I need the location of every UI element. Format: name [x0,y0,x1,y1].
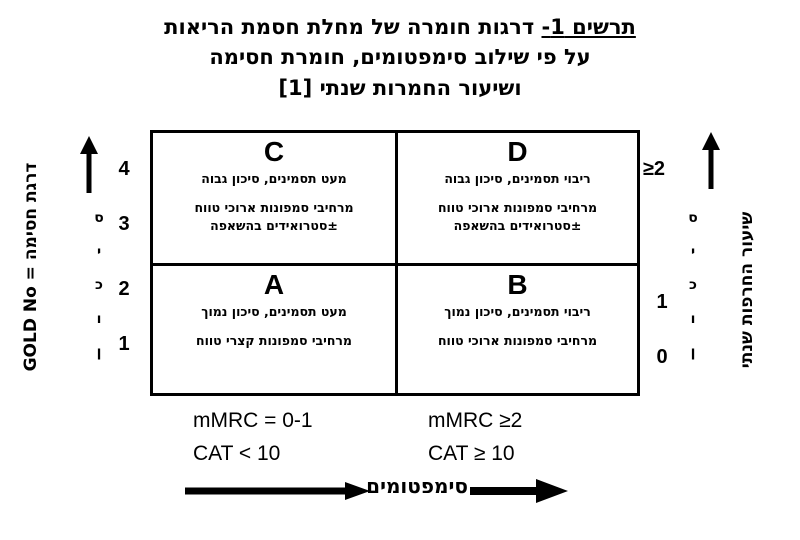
left-risk-word: ס י כ ו ן [90,210,108,360]
left-risk-letter: י [96,243,102,260]
criteria-right-mmrc: mMRC ≥2 [428,409,523,432]
left-risk-letter: ו [96,310,102,327]
quadrant-d-line3: ±סטרואידים בהשאפה [453,217,582,233]
quadrant-d-gap [398,186,637,197]
right-risk-letter: ו [690,310,696,327]
left-tick-3: 3 [118,213,130,235]
right-tick-ge2: ≥2 [642,158,666,180]
quadrant-c-letter: C [263,136,285,167]
criteria-left-cat: CAT < 10 [193,441,281,465]
right-axis-label: שיעור החרפות שנתי [737,211,757,369]
criteria-right-cat: CAT ≥ 10 [428,441,515,465]
quadrant-c-gap [153,186,395,197]
title-line-3: ושיעור החמרות שנתי [1] [278,75,522,100]
symptoms-axis-arrow-right-segment-icon [470,479,568,503]
title-figure-number: תרשים 1- [541,15,636,39]
quadrant-b: B ריבוי תסמינים, סיכון נמוך מרחיבי סמפונ… [395,263,637,393]
quadrant-d-line1: ריבוי תסמינים, סיכון גבוה [444,170,591,186]
quadrant-b-letter: B [507,269,528,300]
left-axis-up-arrow-icon [80,136,98,193]
left-risk-letter: כ [95,277,103,293]
quadrant-c-line2: מרחיבי סמפונות ארוכי טווח [194,199,354,215]
quadrant-a-line1: מעט תסמינים, סיכון נמוך [201,303,347,319]
title-line-2: על פי שילוב סימפטומים, חומרת חסימה [209,45,591,70]
criteria-left-mmrc: mMRC = 0-1 [193,409,313,432]
right-axis-up-arrow-icon [702,132,720,189]
quadrant-d-line2: מרחיבי סמפונות ארוכי טווח [437,199,598,215]
quadrant-a-line2: מרחיבי סמפונות קצרי טווח [196,332,352,348]
right-risk-letter: כ [689,277,697,293]
quadrant-a-letter: A [263,269,285,300]
right-tick-1: 1 [656,291,668,313]
left-tick-1: 1 [118,333,130,355]
left-axis-label: GOLD No = דרגת חסימה [21,162,41,372]
quadrant-c: C מעט תסמינים, סיכון גבוה מרחיבי סמפונות… [153,133,395,263]
symptoms-axis-arrow-left-segment-icon [185,482,370,500]
right-risk-letter: ס [688,210,698,226]
symptoms-axis-label: סימפטומים [366,474,468,498]
left-tick-4: 4 [118,158,130,180]
quadrant-a: A מעט תסמינים, סיכון נמוך מרחיבי סמפונות… [153,263,395,393]
quadrant-b-line1: ריבוי תסמינים, סיכון נמוך [444,303,591,319]
figure-title: תרשים 1- דרגות חומרה של מחלת חסמת הריאות… [0,12,800,103]
left-risk-letter: ן [96,344,102,360]
left-risk-letter: ס [94,210,104,226]
right-risk-letter: י [690,243,696,260]
criteria-left: mMRC = 0-1 CAT < 10 [193,405,313,470]
quadrant-a-gap [153,319,395,330]
quadrant-c-line1: מעט תסמינים, סיכון גבוה [201,170,347,186]
quadrant-b-line2: מרחיבי סמפונות ארוכי טווח [437,332,598,348]
title-line-1-rest: דרגות חומרה של מחלת חסמת הריאות [164,15,535,39]
right-risk-word: ס י כ ו ן [684,210,702,360]
quadrant-d: D ריבוי תסמינים, סיכון גבוה מרחיבי סמפונ… [395,133,637,263]
left-tick-2: 2 [118,278,130,300]
quadrant-c-line3: ±סטרואידים בהשאפה [210,217,338,233]
right-risk-letter: ן [690,344,696,360]
quadrant-d-letter: D [507,136,528,167]
right-tick-0: 0 [656,346,668,368]
title-line-1: תרשים 1- דרגות חומרה של מחלת חסמת הריאות [0,12,800,42]
quadrant-b-gap [398,319,637,330]
criteria-right: mMRC ≥2 CAT ≥ 10 [428,405,522,470]
abcd-quadrant-grid: C מעט תסמינים, סיכון גבוה מרחיבי סמפונות… [150,130,640,396]
